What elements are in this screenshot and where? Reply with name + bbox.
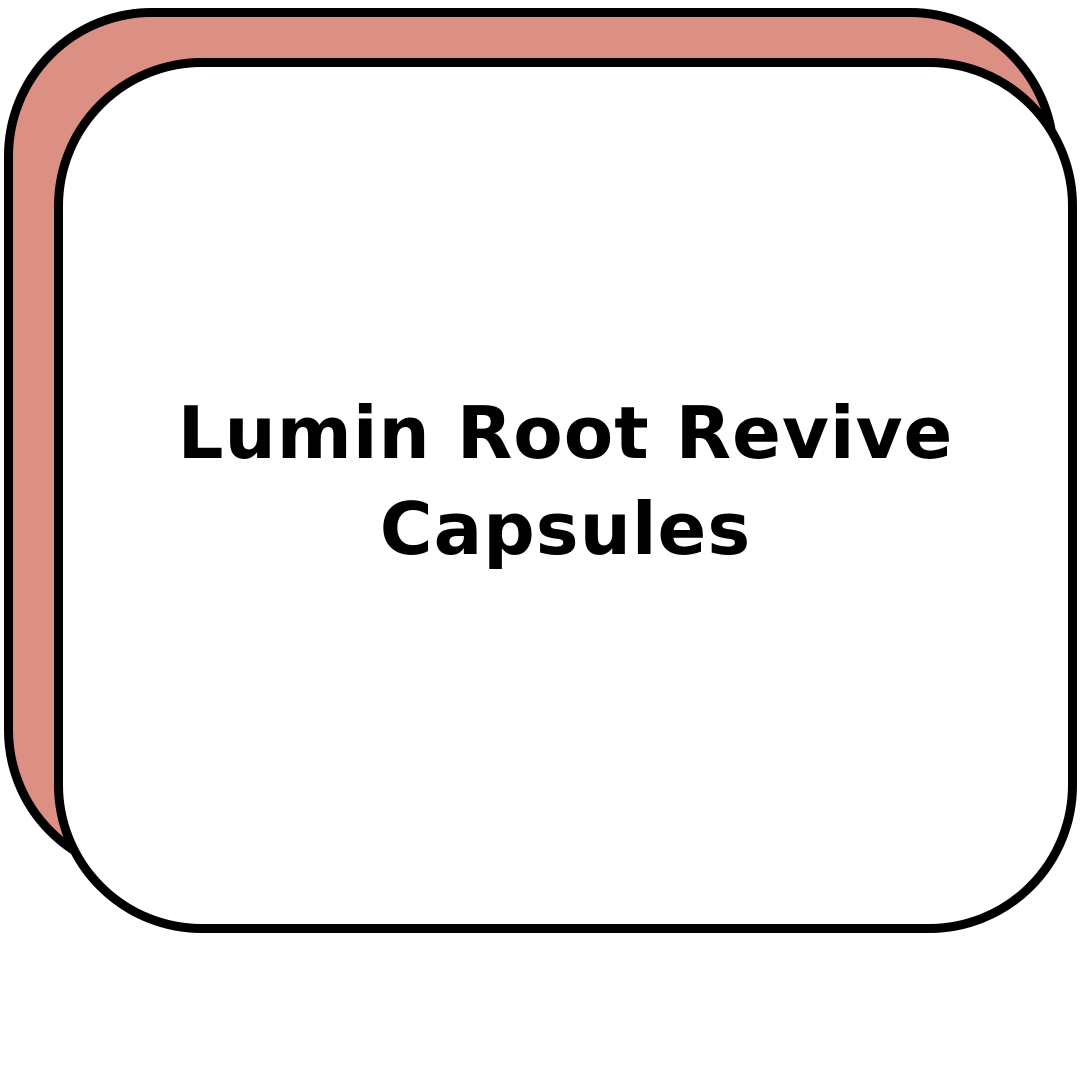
- product-title-line-1: Lumin Root Revive: [177, 391, 954, 475]
- product-title-line-2: Capsules: [379, 487, 752, 571]
- front-card-shape: Lumin Root Revive Capsules: [54, 58, 1077, 933]
- product-title: Lumin Root Revive Capsules: [63, 385, 1068, 577]
